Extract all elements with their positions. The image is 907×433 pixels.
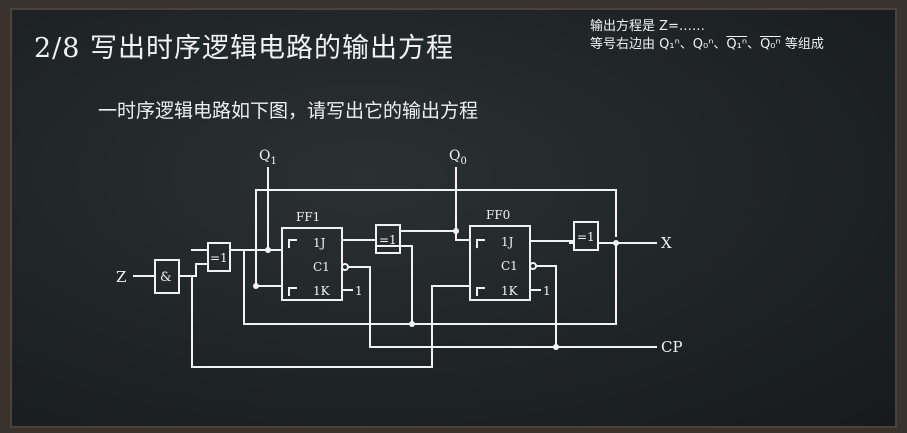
junction-ff1-clk (253, 283, 259, 289)
ff1-edge-mark-top (288, 239, 297, 248)
wire-ff1-clk-cp (347, 266, 557, 348)
hint-line-1: 输出方程是 Z=…… (590, 19, 705, 34)
ff0-pin-1j: 1J (501, 235, 514, 249)
label-cp: CP (661, 338, 683, 356)
hint-sep-3: 、 (747, 37, 761, 52)
hint-line-2: 等号右边由 Q₁ⁿ、Q₀ⁿ、Q₁ⁿ、Q₀ⁿ 等组成 (590, 36, 824, 54)
junction-cp (553, 344, 559, 350)
ff1-edge-mark-bottom (288, 287, 297, 296)
xor-gate-3 (573, 221, 599, 251)
junction-bottom (409, 321, 415, 327)
wire-top-loop (255, 189, 617, 287)
hint-term-q0n: Q₀ⁿ (692, 37, 714, 52)
xor-gate-1-label: =1 (210, 251, 228, 265)
hint-sep-1: 、 (679, 37, 693, 52)
hint-term-q1n-bar: Q₁ⁿ (726, 37, 748, 52)
wire-bottom-loop (243, 242, 617, 325)
xor-gate-1 (207, 242, 231, 272)
chalkboard (10, 8, 897, 428)
hint-note: 输出方程是 Z=…… 等号右边由 Q₁ⁿ、Q₀ⁿ、Q₁ⁿ、Q₀ⁿ 等组成 (590, 18, 824, 54)
wire-ff0-clk-cp (535, 265, 557, 348)
ff1-name: FF1 (296, 210, 320, 224)
ff0-pin-1k: 1K (501, 284, 519, 298)
hint-suffix: 等组成 (780, 37, 824, 52)
ff1-k-one: 1 (355, 284, 363, 298)
wire-and-to-xor1 (178, 263, 209, 277)
ff0-name: FF0 (486, 208, 510, 222)
ff0-pin-c1: C1 (501, 259, 518, 273)
ff0-box (469, 225, 531, 301)
wire-ff0-clk-in (431, 285, 471, 368)
ff1-box (281, 227, 343, 301)
hint-prefix: 等号右边由 (590, 37, 660, 52)
wire-xor2-in-b (375, 245, 413, 325)
ff0-edge-mark-bottom (476, 287, 485, 296)
wire-xor2-to-ff0j (399, 230, 471, 241)
and-gate-label: & (160, 270, 172, 285)
label-x: X (661, 234, 672, 252)
junction-q1 (265, 247, 271, 253)
hint-term-q1n: Q₁ⁿ (659, 37, 680, 52)
label-q0: Q0 (449, 148, 467, 167)
problem-statement: 一时序逻辑电路如下图，请写出它的输出方程 (98, 100, 479, 122)
slide-title: 2/8 写出时序逻辑电路的输出方程 (34, 33, 455, 64)
ff1-pin-1j: 1J (313, 236, 326, 250)
hint-sep-2: 、 (713, 37, 727, 52)
xor-gate-2-label: =1 (379, 233, 397, 247)
xor-gate-3-label: =1 (577, 230, 595, 244)
wire-z-loop (191, 275, 433, 368)
ff0-edge-mark-top (476, 239, 485, 248)
hint-term-q0n-bar: Q₀ⁿ (760, 37, 781, 52)
label-z: Z (116, 268, 126, 286)
label-q1: Q1 (259, 148, 277, 167)
ff0-k-one: 1 (543, 284, 551, 298)
junction-q0 (453, 228, 459, 234)
junction-x (613, 240, 619, 246)
ff1-pin-1k: 1K (313, 284, 331, 298)
ff1-pin-c1: C1 (313, 260, 330, 274)
xor-gate-2 (375, 224, 401, 254)
